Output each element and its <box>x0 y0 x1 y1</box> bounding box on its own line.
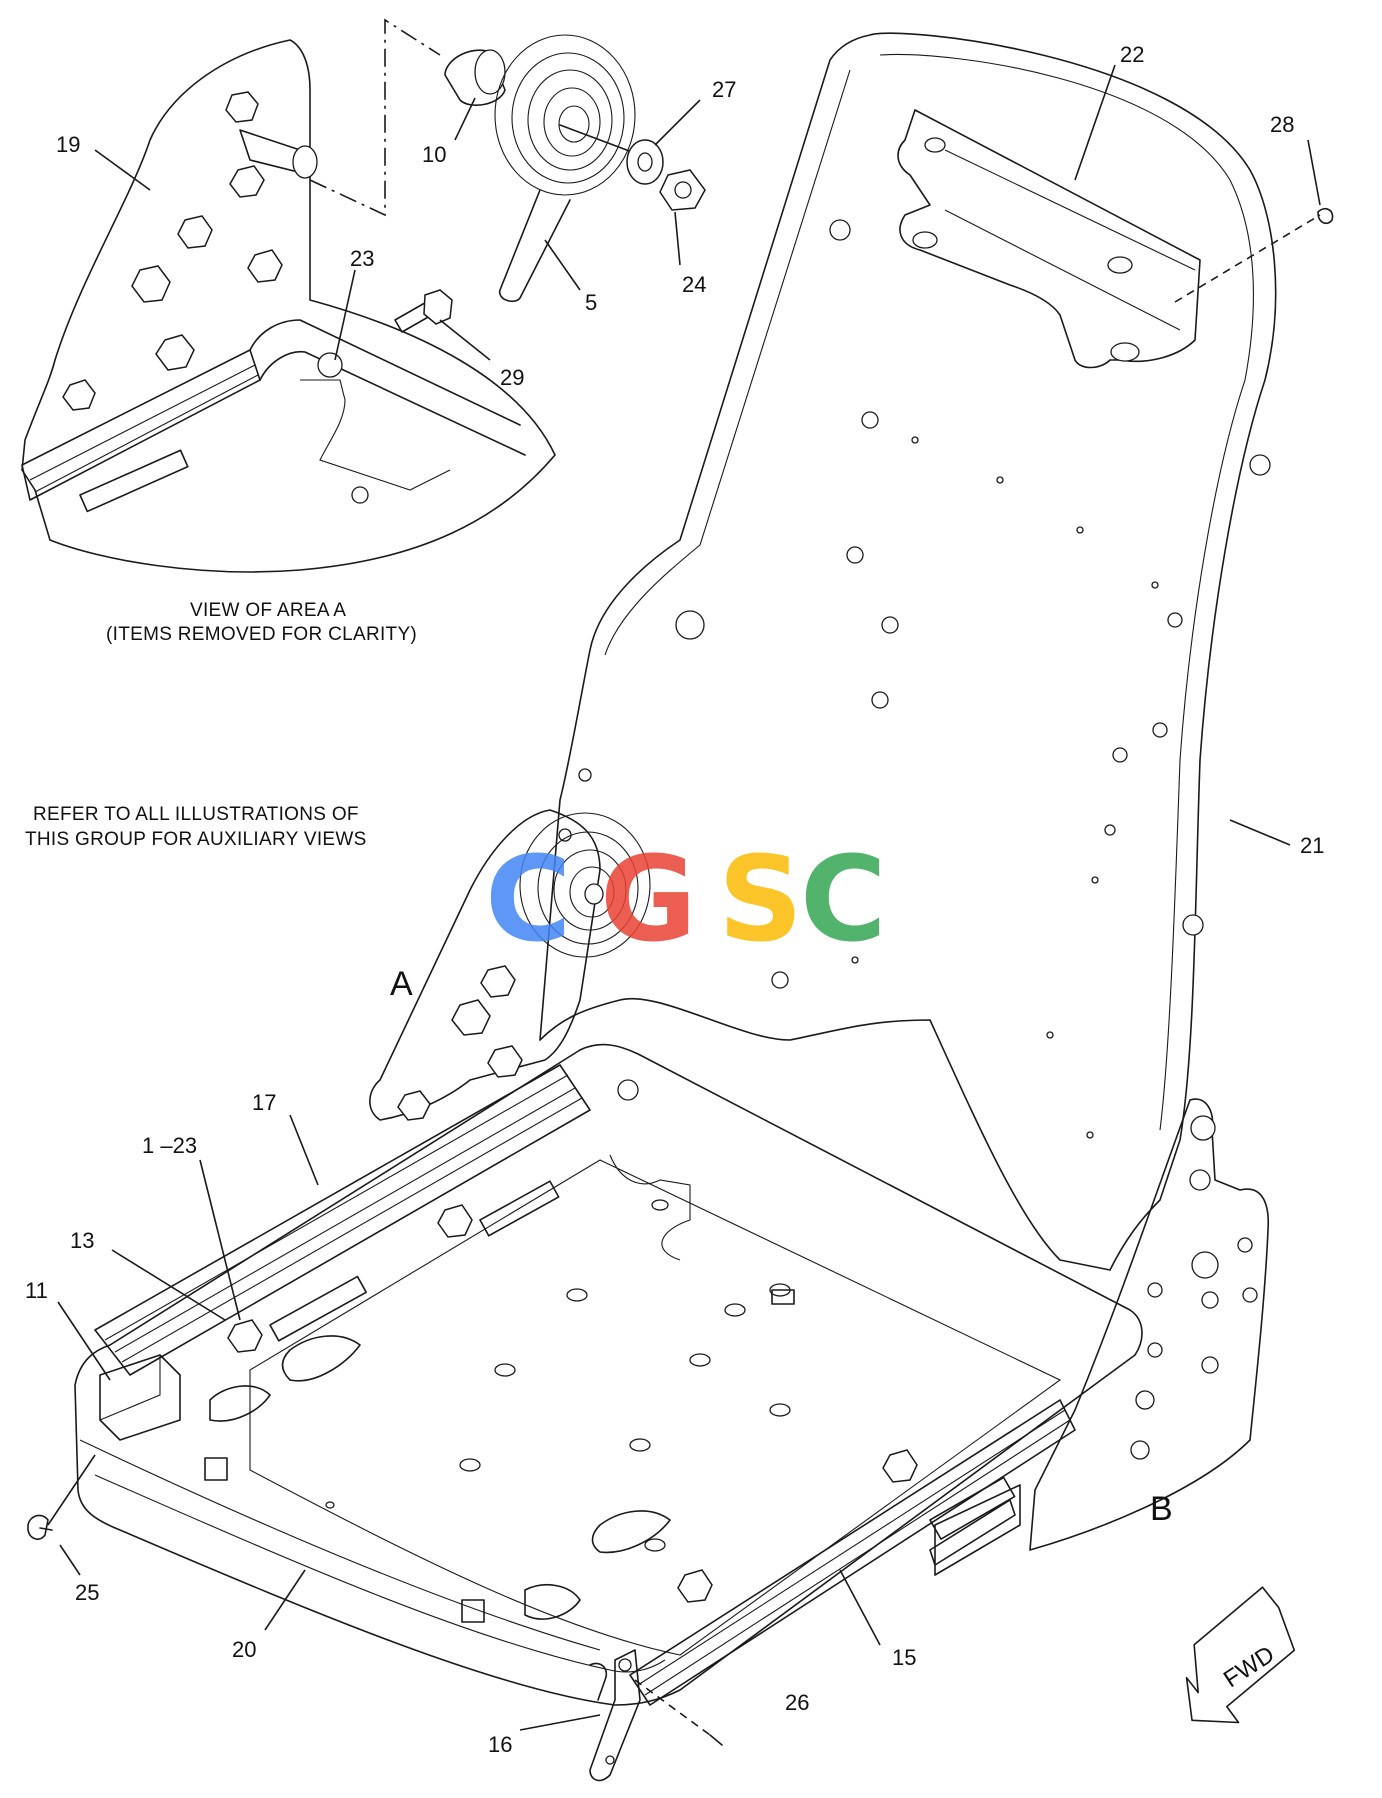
callout-13: 13 <box>70 1228 94 1253</box>
watermark-letter-g: G <box>600 830 697 968</box>
callout-15: 15 <box>892 1645 916 1670</box>
left-rail-17 <box>94 1064 639 1441</box>
view-letter-a: A <box>390 965 413 1003</box>
callout-23: 23 <box>350 246 374 271</box>
callout-25: 25 <box>75 1580 99 1605</box>
seat-back-21 <box>539 32 1277 1271</box>
bracket-22 <box>897 109 1321 369</box>
notes: VIEW OF AREA A (ITEMS REMOVED FOR CLARIT… <box>25 600 417 850</box>
screw-25 <box>27 1514 53 1540</box>
exploded-spring-assembly <box>444 34 706 302</box>
watermark-logo: C G S C <box>485 830 887 968</box>
refer-note-line2: THIS GROUP FOR AUXILIARY VIEWS <box>25 829 367 850</box>
leader-lines <box>47 64 1321 1731</box>
coil-spring <box>494 34 636 302</box>
view-title: VIEW OF AREA A <box>190 600 346 621</box>
bolt-28 <box>1317 208 1334 225</box>
callout-21: 21 <box>1300 833 1324 858</box>
inset-view-area-a <box>21 18 556 573</box>
callout-27: 27 <box>712 77 736 102</box>
callout-labels: 19 10 27 24 5 23 29 22 28 21 17 1 –23 13… <box>25 42 1324 1757</box>
callout-11: 11 <box>25 1278 48 1303</box>
inset-nuts <box>62 91 283 411</box>
bolt-29 <box>394 289 453 333</box>
callout-26: 26 <box>785 1690 809 1715</box>
callout-24: 24 <box>682 272 706 297</box>
refer-note-line1: REFER TO ALL ILLUSTRATIONS OF <box>33 804 359 825</box>
right-bracket <box>934 1098 1270 1576</box>
callout-17: 17 <box>252 1090 276 1115</box>
side-bracket <box>369 768 651 1121</box>
callout-10: 10 <box>422 142 446 167</box>
callout-5: 5 <box>585 290 597 315</box>
fwd-label: FWD <box>1219 1641 1280 1693</box>
watermark-letter-c2: C <box>800 830 887 968</box>
callout-16: 16 <box>488 1732 512 1757</box>
view-subtitle: (ITEMS REMOVED FOR CLARITY) <box>106 624 417 645</box>
fwd-arrow <box>1185 1586 1296 1724</box>
seat-pan-20 <box>74 1043 1143 1706</box>
callout-22: 22 <box>1120 42 1144 67</box>
watermark-letter-s: S <box>718 830 803 968</box>
right-rail-15 <box>629 1399 1076 1706</box>
callout-20: 20 <box>232 1637 256 1662</box>
callout-19: 19 <box>56 132 80 157</box>
view-letter-b: B <box>1150 1490 1173 1528</box>
callout-29: 29 <box>500 365 524 390</box>
latch-16 <box>589 1649 723 1782</box>
callout-28: 28 <box>1270 112 1294 137</box>
watermark-letter-c1: C <box>485 830 572 968</box>
callout-1-23: 1 –23 <box>142 1133 197 1158</box>
main-spring <box>519 812 651 958</box>
